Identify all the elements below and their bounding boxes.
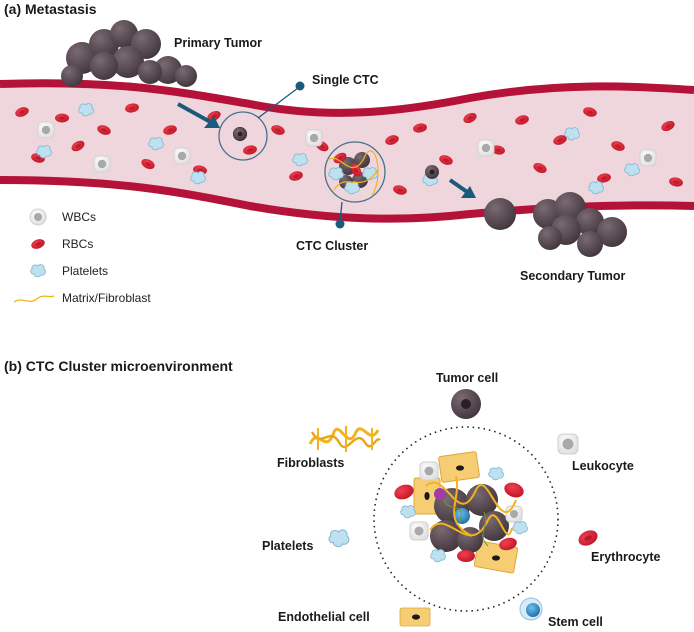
fibroblasts-icon — [308, 426, 381, 452]
tumor-cell-icon — [451, 389, 481, 419]
panel-a-title: (a) Metastasis — [4, 1, 97, 17]
primary-tumor — [61, 20, 197, 87]
migration-arrows — [177, 102, 476, 198]
label-tumor-cell: Tumor cell — [436, 371, 498, 385]
leukocyte-icon — [557, 433, 579, 455]
legend-matrix-icon — [13, 295, 55, 303]
stem-cell-icon — [519, 597, 543, 621]
label-connectors — [257, 81, 345, 229]
label-leukocyte: Leukocyte — [572, 459, 634, 473]
label-ctc-cluster: CTC Cluster — [296, 239, 368, 253]
legend-matrix-label: Matrix/Fibroblast — [62, 291, 151, 305]
label-stem-cell: Stem cell — [548, 615, 603, 629]
legend-wbc-icon — [29, 208, 47, 226]
ctc-cluster-vessel — [324, 141, 386, 203]
label-endothelial-cell: Endothelial cell — [278, 610, 370, 624]
circulating-tumor-cell — [425, 165, 439, 179]
legend-platelet-icon — [30, 264, 46, 278]
legend-rbc-label: RBCs — [62, 237, 93, 251]
endothelial-cell-icon — [399, 607, 431, 627]
single-ctc — [218, 111, 268, 161]
label-single-ctc: Single CTC — [312, 73, 379, 87]
label-platelets: Platelets — [262, 539, 313, 553]
legend-platelet-label: Platelets — [62, 264, 108, 278]
label-secondary-tumor: Secondary Tumor — [520, 269, 625, 283]
platelets-icon — [328, 529, 350, 548]
erythrocyte-icon — [578, 530, 598, 546]
blood-vessel — [0, 79, 694, 223]
legend: WBCs RBCs Platelets Matrix/Fibroblast — [13, 208, 151, 305]
label-primary-tumor: Primary Tumor — [174, 36, 262, 50]
ctc-cluster-microenvironment — [373, 426, 559, 612]
label-fibroblasts: Fibroblasts — [277, 456, 344, 470]
legend-rbc-icon — [29, 237, 47, 251]
panel-b-title: (b) CTC Cluster microenvironment — [4, 358, 233, 374]
secondary-tumor — [484, 192, 627, 257]
label-erythrocyte: Erythrocyte — [591, 550, 661, 564]
legend-wbc-label: WBCs — [62, 210, 96, 224]
